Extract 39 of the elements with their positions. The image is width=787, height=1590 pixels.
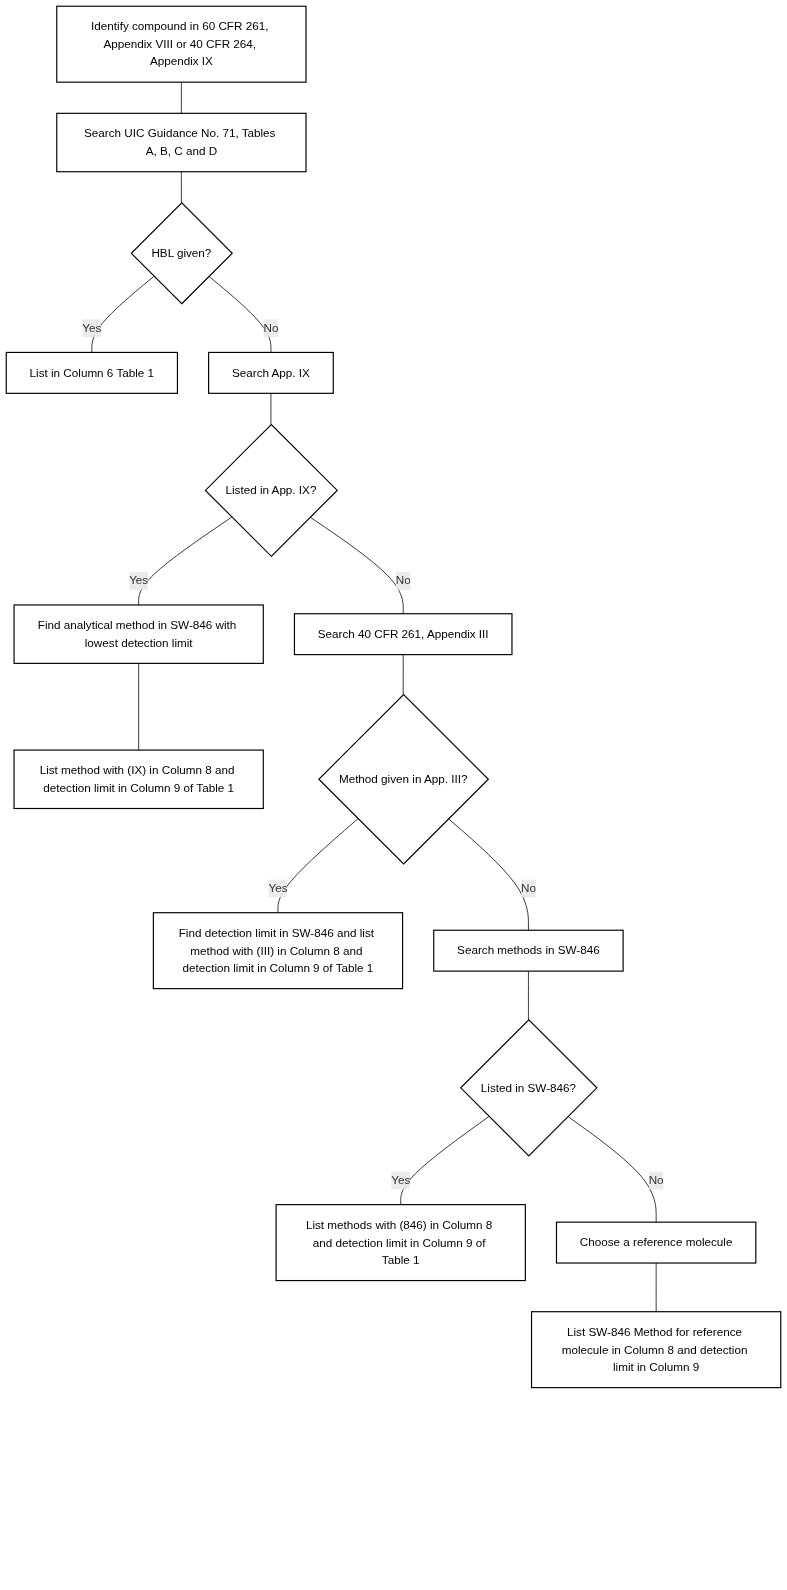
- connector: [277, 818, 359, 914]
- connector: [528, 970, 529, 1021]
- node-box: Find detection limit in SW-846 and list method with (III) in Column 8 and detection limit in Column 9 of Table 1: [152, 912, 404, 990]
- edge-label: Yes: [268, 881, 288, 895]
- edge-label: Yes: [391, 1173, 411, 1187]
- connector: [138, 663, 140, 751]
- node-box: Search 40 CFR 261, Appendix III: [293, 613, 513, 656]
- node-diamond: Listed in App. IX?: [204, 423, 339, 558]
- connector: [138, 516, 233, 606]
- node-diamond: Method given in App. III?: [318, 693, 490, 865]
- node-box: List methods with (846) in Column 8 and detection limit in Column 9 of Table 1: [275, 1204, 526, 1282]
- edge-label: Yes: [82, 320, 102, 335]
- node-box: Identify compound in 60 CFR 261, Appendix VIII or 40 CFR 264, Appendix IX: [56, 5, 307, 83]
- connector: [309, 516, 404, 615]
- node-box: List SW-846 Method for reference molecule in Column 8 and detection limit in Column 9: [530, 1311, 782, 1389]
- connector: [567, 1116, 657, 1223]
- connector: [91, 275, 155, 353]
- edge-label: No: [395, 573, 411, 587]
- node-box: Find analytical method in SW-846 with lowest detection limit: [13, 604, 264, 664]
- node-box: Choose a reference molecule: [555, 1221, 757, 1264]
- node-diamond: Listed in SW-846?: [459, 1018, 598, 1157]
- connector: [655, 1262, 657, 1313]
- connector: [448, 818, 529, 931]
- connector: [400, 1116, 490, 1205]
- edge-label: No: [263, 320, 279, 335]
- node-box: Search App. IX: [208, 351, 334, 394]
- connector: [402, 654, 404, 695]
- connector: [181, 171, 182, 204]
- edge-label: No: [520, 881, 536, 895]
- edge-label: No: [648, 1173, 664, 1187]
- node-box: Search methods in SW-846: [433, 929, 624, 972]
- node-box: Search UIC Guidance No. 71, Tables A, B, C and D: [56, 112, 307, 173]
- connector: [208, 275, 272, 353]
- edge-label: Yes: [129, 573, 149, 587]
- connector: [270, 392, 272, 425]
- connector: [181, 81, 182, 114]
- node-diamond: HBL given?: [130, 202, 234, 305]
- node-box: List method with (IX) in Column 8 and detection limit in Column 9 of Table 1: [13, 749, 264, 810]
- node-box: List in Column 6 Table 1: [5, 351, 179, 394]
